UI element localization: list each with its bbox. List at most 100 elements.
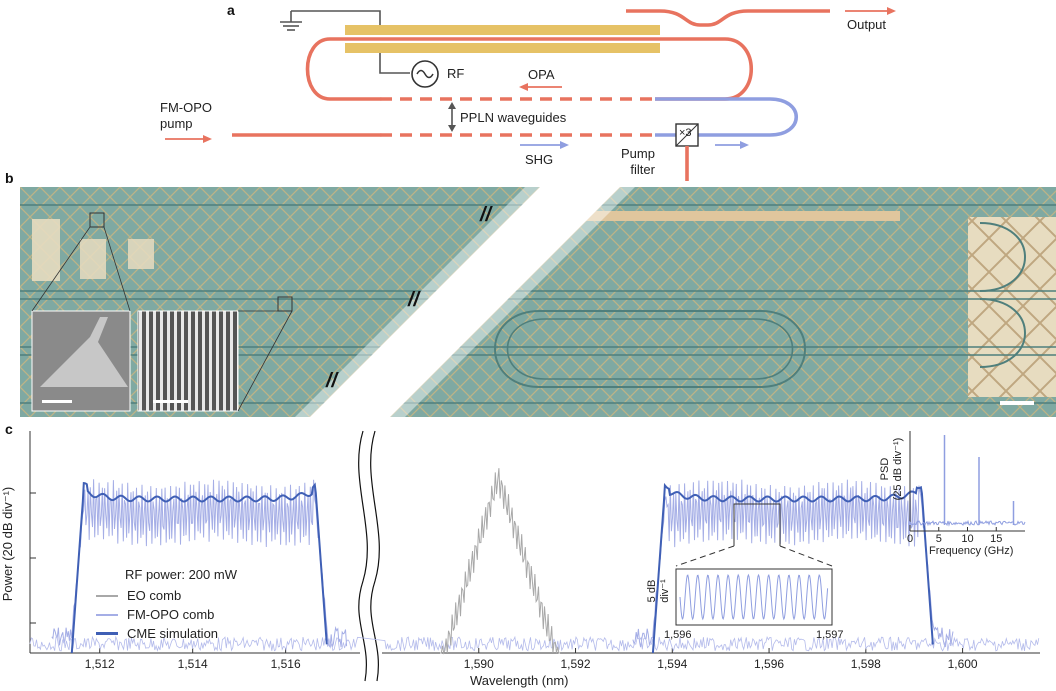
- electrode-top: [345, 25, 660, 35]
- legend-item: FM-OPO comb: [96, 605, 218, 624]
- panel-label-c: c: [5, 421, 13, 437]
- rf-power-annotation: RF power: 200 mW: [125, 567, 237, 582]
- pump-arrow-icon: [165, 135, 212, 143]
- red-waveguide-loop: [305, 37, 660, 101]
- zoom-connector: [103, 226, 131, 312]
- electrode-bottom: [345, 43, 660, 53]
- axis-break-icon: [370, 430, 380, 682]
- x-tick-label: 1,598: [850, 657, 881, 671]
- grating-scale-bar: [153, 400, 188, 403]
- legend-item: CME simulation: [96, 624, 218, 643]
- top-electrode-strip: [580, 211, 900, 221]
- pump-filter-diagonal: [675, 123, 699, 147]
- contact-pad: [128, 239, 154, 269]
- x-tick-label: 1,594: [657, 657, 688, 671]
- rf-label: RF: [447, 66, 465, 81]
- image-break-band: [310, 187, 620, 417]
- psd-tick-label: 10: [961, 533, 974, 545]
- zoom-xtick: 1,596: [664, 629, 692, 641]
- legend-label: FM-OPO comb: [127, 607, 215, 622]
- x-tick-label: 1,512: [84, 657, 115, 671]
- break-mark: //: [408, 289, 420, 311]
- panel-label-b: b: [5, 170, 14, 186]
- opa-label: OPA: [528, 67, 555, 82]
- zoom-connector: [237, 310, 293, 412]
- red-waveguide-loop-right: [655, 37, 754, 101]
- ground-icon: [280, 11, 302, 31]
- ppln-double-arrow-icon: [448, 102, 456, 132]
- legend-swatch: [96, 594, 118, 597]
- racetrack-resonator: [494, 310, 806, 388]
- x-tick-label: 1,514: [177, 657, 208, 671]
- zoom-box: [277, 296, 293, 312]
- chart-axes: [29, 431, 1040, 654]
- zoom-region-marker: [675, 503, 833, 567]
- legend-item: EO comb: [96, 586, 218, 605]
- x-tick-label: 1,596: [754, 657, 785, 671]
- x3-label: ×3: [679, 127, 692, 139]
- blue-waveguide: [655, 97, 798, 137]
- opa-arrow-icon: [519, 83, 562, 91]
- output-label: Output: [847, 17, 887, 32]
- x-axis-label: Wavelength (nm): [470, 673, 569, 688]
- fm-opo-label-line2: pump: [160, 116, 193, 131]
- noise-floor: [29, 635, 1040, 652]
- x-tick-label: 1,590: [463, 657, 494, 671]
- panel-label-a: a: [227, 2, 235, 18]
- legend-label: CME simulation: [127, 626, 219, 641]
- psd-tick-label: 15: [990, 533, 1003, 545]
- spectrum-chart: [29, 430, 1040, 682]
- zoom-ylabel-line2: div⁻¹: [659, 579, 671, 603]
- legend-swatch: [96, 613, 118, 616]
- ground-wire: [291, 10, 381, 26]
- psd-noise: [909, 519, 1026, 527]
- x-tick-label: 1,592: [560, 657, 591, 671]
- pump-filter-label-line1: Pump: [621, 146, 655, 161]
- sem-scale-bar: [42, 400, 72, 403]
- fm-opo-comb-left: [51, 479, 348, 649]
- break-mark: //: [326, 370, 338, 392]
- legend-label: EO comb: [127, 588, 182, 603]
- fm-opo-pump-label: FM-OPO pump: [160, 100, 212, 132]
- y-axis-label: Power (20 dB div⁻¹): [0, 486, 15, 602]
- image-break-fade: [385, 187, 635, 417]
- fm-opo-comb-right: [632, 479, 954, 648]
- psd-xlabel: Frequency (GHz): [929, 545, 1014, 557]
- rf-source-icon: [411, 60, 439, 88]
- psd-tick-label: 5: [935, 533, 942, 545]
- device-schematic: [165, 7, 896, 181]
- output-arrow-icon: [845, 7, 896, 15]
- cme-simulation-right: [651, 482, 934, 654]
- output-coupler: [626, 9, 830, 27]
- sem-electrode-shape: [40, 317, 128, 387]
- sem-inset-grating: [137, 310, 239, 412]
- zoom-ylabel: 5 dB div⁻¹: [646, 561, 672, 621]
- chip-scale-bar: [1000, 401, 1034, 405]
- contact-pad: [32, 219, 60, 281]
- x-tick-label: 1,516: [270, 657, 301, 671]
- filter-arrow-icon: [715, 141, 749, 149]
- ppln-label: PPLN waveguides: [460, 110, 567, 125]
- rf-wire: [379, 53, 410, 74]
- zoom-ylabel-line1: 5 dB: [646, 579, 658, 603]
- cme-simulation-left: [70, 482, 328, 654]
- racetrack-resonator-inner: [506, 318, 794, 380]
- loop-waveguide: [979, 298, 1026, 368]
- zoom-xtick: 1,597: [816, 629, 844, 641]
- x-tick-label: 1,600: [947, 657, 978, 671]
- pump-filter-label-line2: filter: [630, 162, 655, 177]
- psd-tick-label: 0: [906, 533, 914, 545]
- legend: EO comb FM-OPO comb CME simulation: [96, 586, 218, 643]
- axis-break-icon: [358, 430, 368, 682]
- break-mark: //: [480, 204, 492, 226]
- zoom-connector: [31, 226, 91, 312]
- contact-pad: [80, 239, 106, 279]
- chip-micrograph: [20, 187, 1056, 417]
- shg-label: SHG: [525, 152, 554, 167]
- eo-comb: [440, 468, 561, 655]
- loop-waveguide: [979, 222, 1026, 292]
- fm-opo-label-line1: FM-OPO: [160, 100, 212, 115]
- image-break-fade: [295, 187, 545, 417]
- y-ticks: [30, 492, 36, 624]
- psd-ylabel: PSD (25 dB div⁻¹): [879, 429, 905, 509]
